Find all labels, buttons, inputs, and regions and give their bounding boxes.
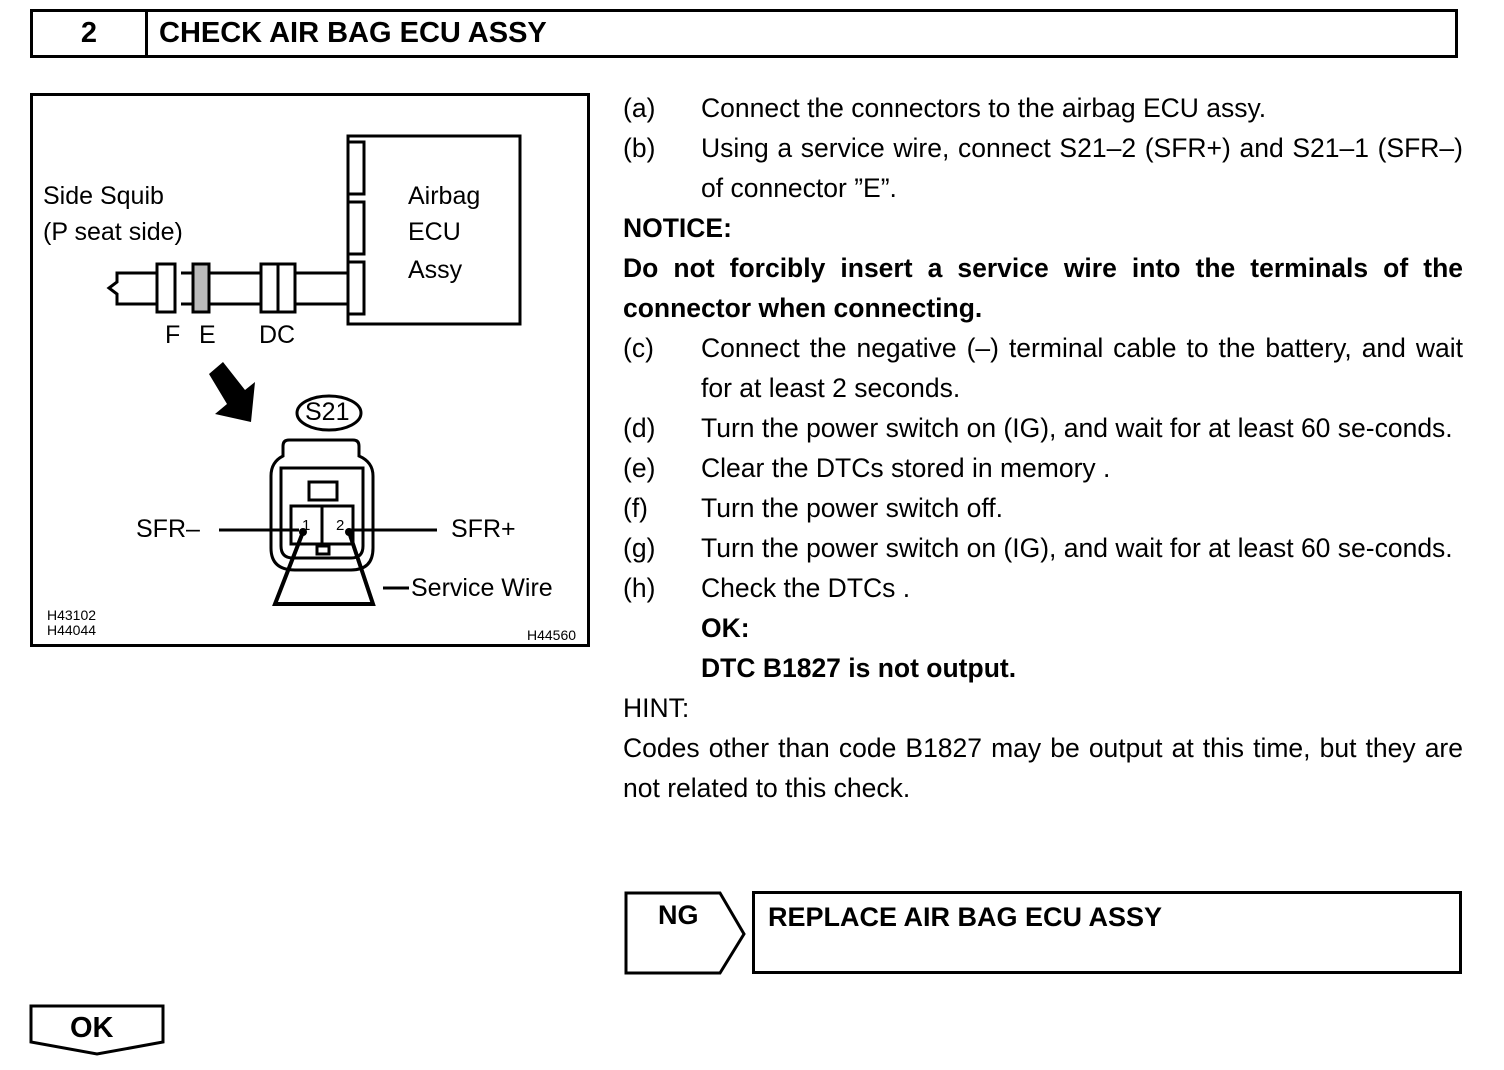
- step-text: Turn the power switch off.: [701, 493, 1003, 523]
- step-label: (g): [623, 533, 656, 563]
- notice-text: Do not forcibly insert a service wire in…: [623, 253, 1463, 323]
- ok-result-heading: OK:: [701, 613, 750, 643]
- notice-heading: NOTICE:: [623, 213, 732, 243]
- sfr-plus-label: SFR+: [451, 515, 516, 543]
- service-wire-label: Service Wire: [411, 574, 553, 602]
- side-squib-label: Side Squib: [43, 182, 164, 210]
- step-text: Turn the power switch on (IG), and wait …: [701, 533, 1453, 563]
- sfr-minus-label: SFR–: [136, 515, 200, 543]
- ecu-connector-1: [346, 140, 366, 196]
- connector-housing: [269, 438, 375, 572]
- step-text: Turn the power switch on (IG), and wait …: [701, 413, 1453, 443]
- ecu-label-line1: Airbag: [408, 182, 481, 210]
- step-b: (b) Using a service wire, connect S21–2 …: [623, 128, 1463, 208]
- ok-result-text: DTC B1827 is not output.: [701, 653, 1017, 683]
- step-e: (e) Clear the DTCs stored in memory .: [623, 448, 1463, 488]
- step-text: Using a service wire, connect S21–2 (SFR…: [701, 133, 1463, 203]
- step-h: (h) Check the DTCs .: [623, 568, 1463, 608]
- step-text: Check the DTCs .: [701, 573, 911, 603]
- squib-plug: [106, 271, 157, 306]
- diagram-graphics: [106, 134, 522, 606]
- connector-f-label: F: [165, 321, 181, 349]
- step-a: (a) Connect the connectors to the airbag…: [623, 88, 1463, 128]
- step-number: 2: [33, 12, 148, 55]
- ng-action-text: REPLACE AIR BAG ECU ASSY: [768, 902, 1163, 932]
- ecu-connector-3: [346, 260, 366, 316]
- step-label: (b): [623, 133, 656, 163]
- hint-heading: HINT:: [623, 693, 690, 723]
- step-title: CHECK AIR BAG ECU ASSY: [159, 17, 547, 49]
- step-text: Connect the negative (–) terminal cable …: [701, 333, 1463, 403]
- ecu-label-line3: Assy: [408, 256, 463, 284]
- s21-badge: [295, 394, 363, 432]
- step-f: (f) Turn the power switch off.: [623, 488, 1463, 528]
- step-g: (g) Turn the power switch on (IG), and w…: [623, 528, 1463, 568]
- ok-label: OK: [70, 1012, 114, 1044]
- arrow-icon: [209, 362, 255, 422]
- ng-action-box: REPLACE AIR BAG ECU ASSY: [752, 891, 1462, 974]
- step-text: Connect the connectors to the airbag ECU…: [701, 93, 1267, 123]
- step-label: (d): [623, 413, 656, 443]
- ng-label: NG: [658, 900, 699, 930]
- ng-arrow-shape: [624, 891, 746, 975]
- ok-arrow-shape: [29, 1004, 165, 1056]
- pin1-label: 1: [302, 517, 311, 534]
- step-label: (f): [623, 493, 649, 523]
- wiring-diagram: Side Squib (P seat side) Airbag ECU Assy…: [30, 93, 590, 647]
- connector-dc-label: DC: [259, 321, 296, 349]
- figure-ref-2: H44044: [47, 622, 97, 638]
- step-d: (d) Turn the power switch on (IG), and w…: [623, 408, 1463, 448]
- step-text: Clear the DTCs stored in memory .: [701, 453, 1111, 483]
- figure-ref-1: H43102: [47, 607, 97, 623]
- side-squib-sublabel: (P seat side): [43, 218, 183, 246]
- connector-e-label: E: [199, 321, 216, 349]
- connector-id-label: S21: [305, 398, 350, 426]
- step-header: 2 CHECK AIR BAG ECU ASSY: [30, 9, 1458, 58]
- step-label: (h): [623, 573, 656, 603]
- ecu-label-line2: ECU: [408, 218, 461, 246]
- instruction-list: (a) Connect the connectors to the airbag…: [623, 88, 1463, 808]
- step-label: (c): [623, 333, 654, 363]
- pin2-label: 2: [336, 517, 345, 534]
- connector-f-shape: [155, 262, 177, 314]
- ecu-connector-2: [346, 200, 366, 256]
- step-label: (e): [623, 453, 656, 483]
- step-c: (c) Connect the negative (–) terminal ca…: [623, 328, 1463, 408]
- hint-text: Codes other than code B1827 may be outpu…: [623, 733, 1463, 803]
- step-label: (a): [623, 93, 656, 123]
- figure-ref-3: H44560: [527, 627, 577, 643]
